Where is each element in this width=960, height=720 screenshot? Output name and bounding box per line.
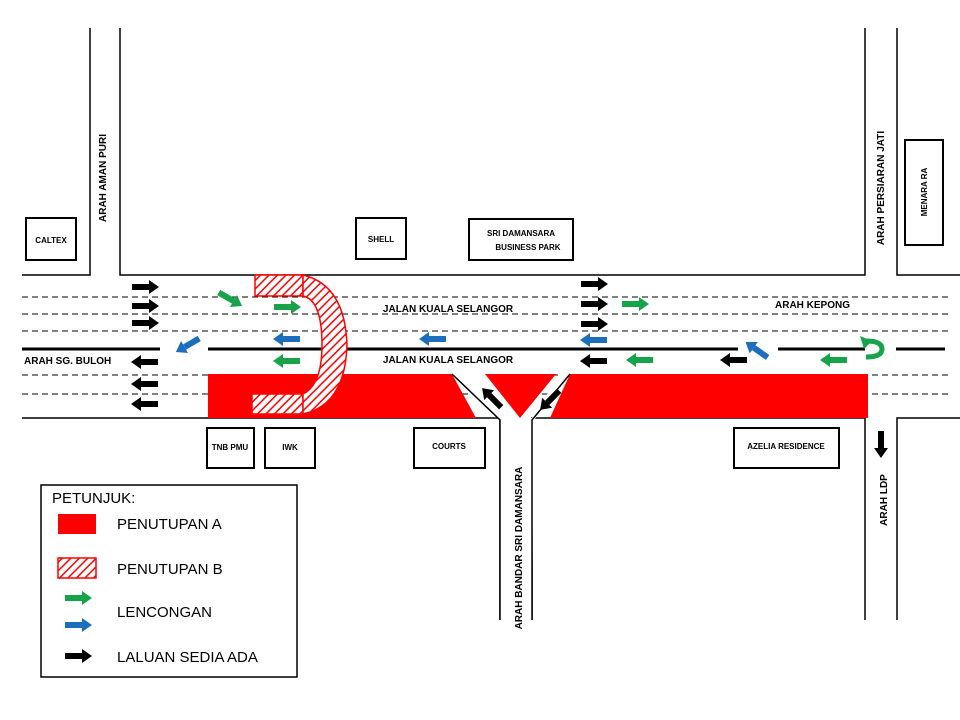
legend-item-label: PENUTUPAN B — [117, 561, 223, 578]
sri-damansara-label: SRI DAMANSARA — [487, 229, 555, 238]
detour-arrow-icon — [626, 353, 653, 367]
tnb-pmu-label: TNB PMU — [212, 443, 249, 452]
detour-arrow-icon — [622, 297, 649, 311]
buildings — [25, 139, 944, 469]
existing-route-arrow-icon — [131, 397, 158, 411]
existing-route-arrow-icon — [132, 316, 159, 330]
detour-arrow-icon — [273, 354, 300, 368]
detour-arrow-icon — [820, 353, 847, 367]
existing-route-arrow-icon — [131, 377, 158, 391]
menara-ra-box — [904, 139, 944, 246]
road-edge-persiaran-jati-right — [896, 28, 960, 276]
road-edge-bottom-far-right — [896, 417, 960, 620]
existing-route-arrow-icon — [131, 355, 158, 369]
detour-arrow-icon — [273, 332, 300, 346]
legend-title: PETUNJUK: — [52, 490, 135, 507]
direction-aman-puri: ARAH AMAN PURI — [98, 134, 109, 222]
iwk-label: IWK — [282, 443, 298, 452]
direction-sg-buloh: ARAH SG. BULOH — [24, 356, 111, 367]
direction-persiaran-jati: ARAH PERSIARAN JATI — [876, 131, 887, 245]
tnb-pmu-box — [206, 427, 255, 469]
existing-route-arrow-icon — [581, 317, 608, 331]
detour-arrow-icon — [215, 286, 246, 313]
existing-route-arrow-icon — [874, 431, 888, 458]
detour-arrow-icon — [580, 333, 607, 347]
courts-box — [413, 427, 486, 469]
legend: PETUNJUK: PENUTUPAN A PENUTUPAN B LENCON… — [40, 484, 298, 678]
caltex-box — [25, 217, 77, 261]
direction-bandar-sri-damansara: ARAH BANDAR SRI DAMANSARA — [514, 467, 525, 630]
detour-arrow-icon — [172, 332, 203, 359]
detour-arrow-icon — [274, 300, 301, 314]
legend-solid-red-swatch — [58, 514, 96, 534]
legend-hatched-red-swatch — [57, 557, 97, 579]
u-turn-arrow-icon — [860, 336, 885, 360]
legend-item-label: PENUTUPAN A — [117, 516, 222, 533]
existing-route-arrow-icon — [581, 297, 608, 311]
legend-item-label: LALUAN SEDIA ADA — [117, 649, 258, 666]
business-park-label: BUSINESS PARK — [495, 243, 560, 252]
iwk-box — [264, 427, 316, 469]
existing-route-arrow-icon — [581, 277, 608, 291]
existing-route-arrow-icon — [132, 299, 159, 313]
direction-ldp: ARAH LDP — [879, 474, 890, 526]
road-edge-top — [119, 28, 866, 276]
direction-kepong: ARAH KEPONG — [775, 300, 850, 311]
road-name-upper: JALAN KUALA SELANGOR — [383, 304, 514, 315]
existing-route-arrow-icon — [720, 353, 747, 367]
existing-route-arrow-icon — [580, 354, 607, 368]
closure-b — [251, 274, 348, 415]
azelia-label: AZELIA RESIDENCE — [747, 442, 825, 451]
azelia-box — [733, 427, 840, 469]
sri-damansara-box — [468, 218, 574, 261]
existing-route-arrow-icon — [132, 280, 159, 294]
road-edge-aman-puri-left — [22, 28, 91, 276]
road-name-lower: JALAN KUALA SELANGOR — [383, 355, 514, 366]
courts-label: COURTS — [432, 442, 466, 451]
shell-label: SHELL — [368, 235, 394, 244]
menara-ra-label: MENARA RA — [920, 167, 929, 216]
legend-item-label: LENCONGAN — [117, 604, 212, 621]
detour-arrow-icon — [419, 332, 446, 346]
shell-box — [355, 217, 407, 260]
caltex-label: CALTEX — [35, 236, 67, 245]
